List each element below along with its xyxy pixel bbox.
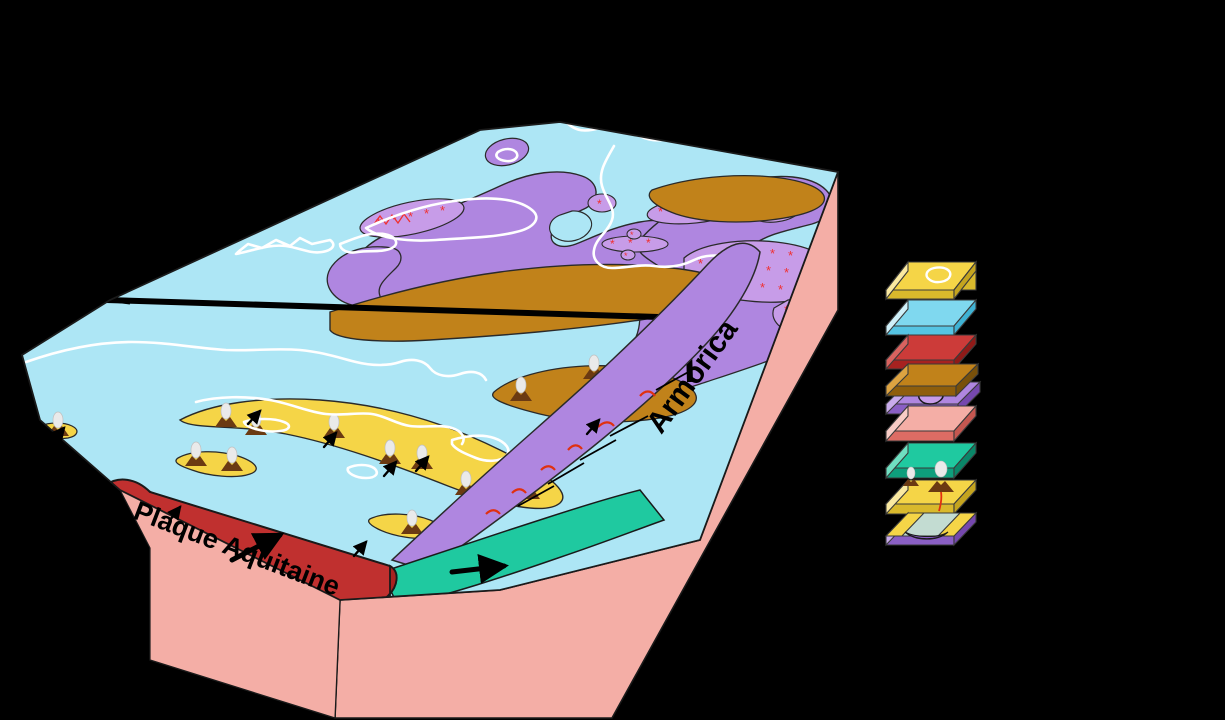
svg-text:*: * (392, 212, 397, 227)
coastline-sw (194, 395, 465, 446)
legend-panel: * (884, 260, 982, 547)
coastline-loop-2 (346, 463, 379, 480)
coastline-nw-island (234, 236, 335, 256)
aquitaine-motion-arrow (229, 532, 285, 563)
svg-text:*: * (766, 263, 771, 278)
teal-motion-arrow (449, 553, 509, 584)
svg-text:*: * (610, 237, 615, 251)
legend-block-purple-basin[interactable] (884, 511, 978, 547)
svg-text:*: * (698, 256, 703, 271)
svg-text:*: * (408, 209, 413, 224)
coastline-west (24, 340, 488, 382)
legend-block-lightblue[interactable] (884, 298, 978, 337)
svg-text:*: * (597, 197, 602, 211)
svg-text:*: * (646, 236, 651, 250)
brown-band-ne (648, 174, 825, 223)
svg-text:*: * (658, 204, 663, 219)
coastline-nw-2 (338, 232, 398, 254)
svg-text:*: * (926, 391, 931, 403)
coastline-north (364, 197, 538, 242)
svg-text:*: * (424, 206, 429, 221)
granite-pluton-small: * (587, 193, 617, 213)
svg-text:*: * (628, 236, 633, 250)
armorica-margin-band (390, 242, 761, 571)
purple-window-1 (549, 210, 593, 242)
svg-text:*: * (778, 282, 783, 297)
motion-arrow-group (50, 409, 601, 584)
block-top-outline (20, 121, 840, 601)
coastline-loop-3 (242, 417, 291, 433)
coastline-central (592, 144, 732, 270)
svg-text:*: * (624, 251, 628, 261)
block-side-faces (118, 171, 839, 719)
svg-text:*: * (440, 203, 445, 218)
svg-text:*: * (770, 246, 775, 261)
legend-block-pink[interactable] (884, 404, 978, 443)
legend-block-volcanoes[interactable] (884, 460, 978, 516)
purple-islet-1 (484, 137, 530, 167)
svg-text:*: * (784, 265, 789, 280)
margin-black-ticks (517, 369, 693, 507)
small-motion-arrows (50, 409, 601, 558)
granite-pluton-thin: *** * * (601, 228, 669, 261)
se-margin-belt (390, 242, 761, 571)
svg-text:*: * (630, 230, 634, 240)
legend-volcano-symbols (903, 460, 954, 512)
svg-text:*: * (788, 248, 793, 263)
svg-text:*: * (760, 280, 765, 295)
coastline-islet (495, 147, 519, 163)
legend-block-yellow-basin[interactable] (884, 260, 978, 301)
